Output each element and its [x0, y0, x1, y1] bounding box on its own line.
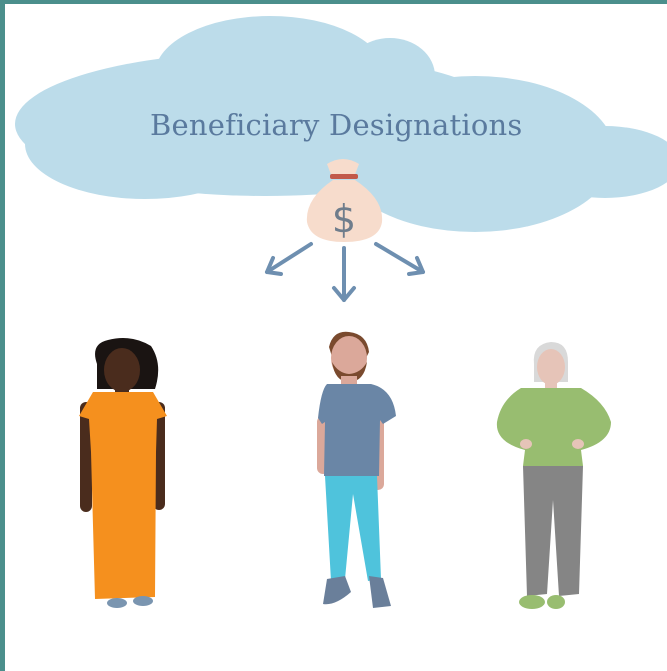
illustration-art: $ — [15, 16, 667, 609]
money-bag-dollar-icon: $ — [306, 159, 383, 242]
woman-orange-dress — [79, 338, 167, 608]
distribution-arrows — [265, 242, 425, 302]
man-blue-shirt — [317, 331, 396, 608]
cloud-shape — [15, 16, 667, 232]
page-title: Beneficiary Designations — [150, 108, 523, 142]
dollar-sign: $ — [332, 197, 356, 241]
older-woman-green-sweater — [496, 342, 611, 609]
